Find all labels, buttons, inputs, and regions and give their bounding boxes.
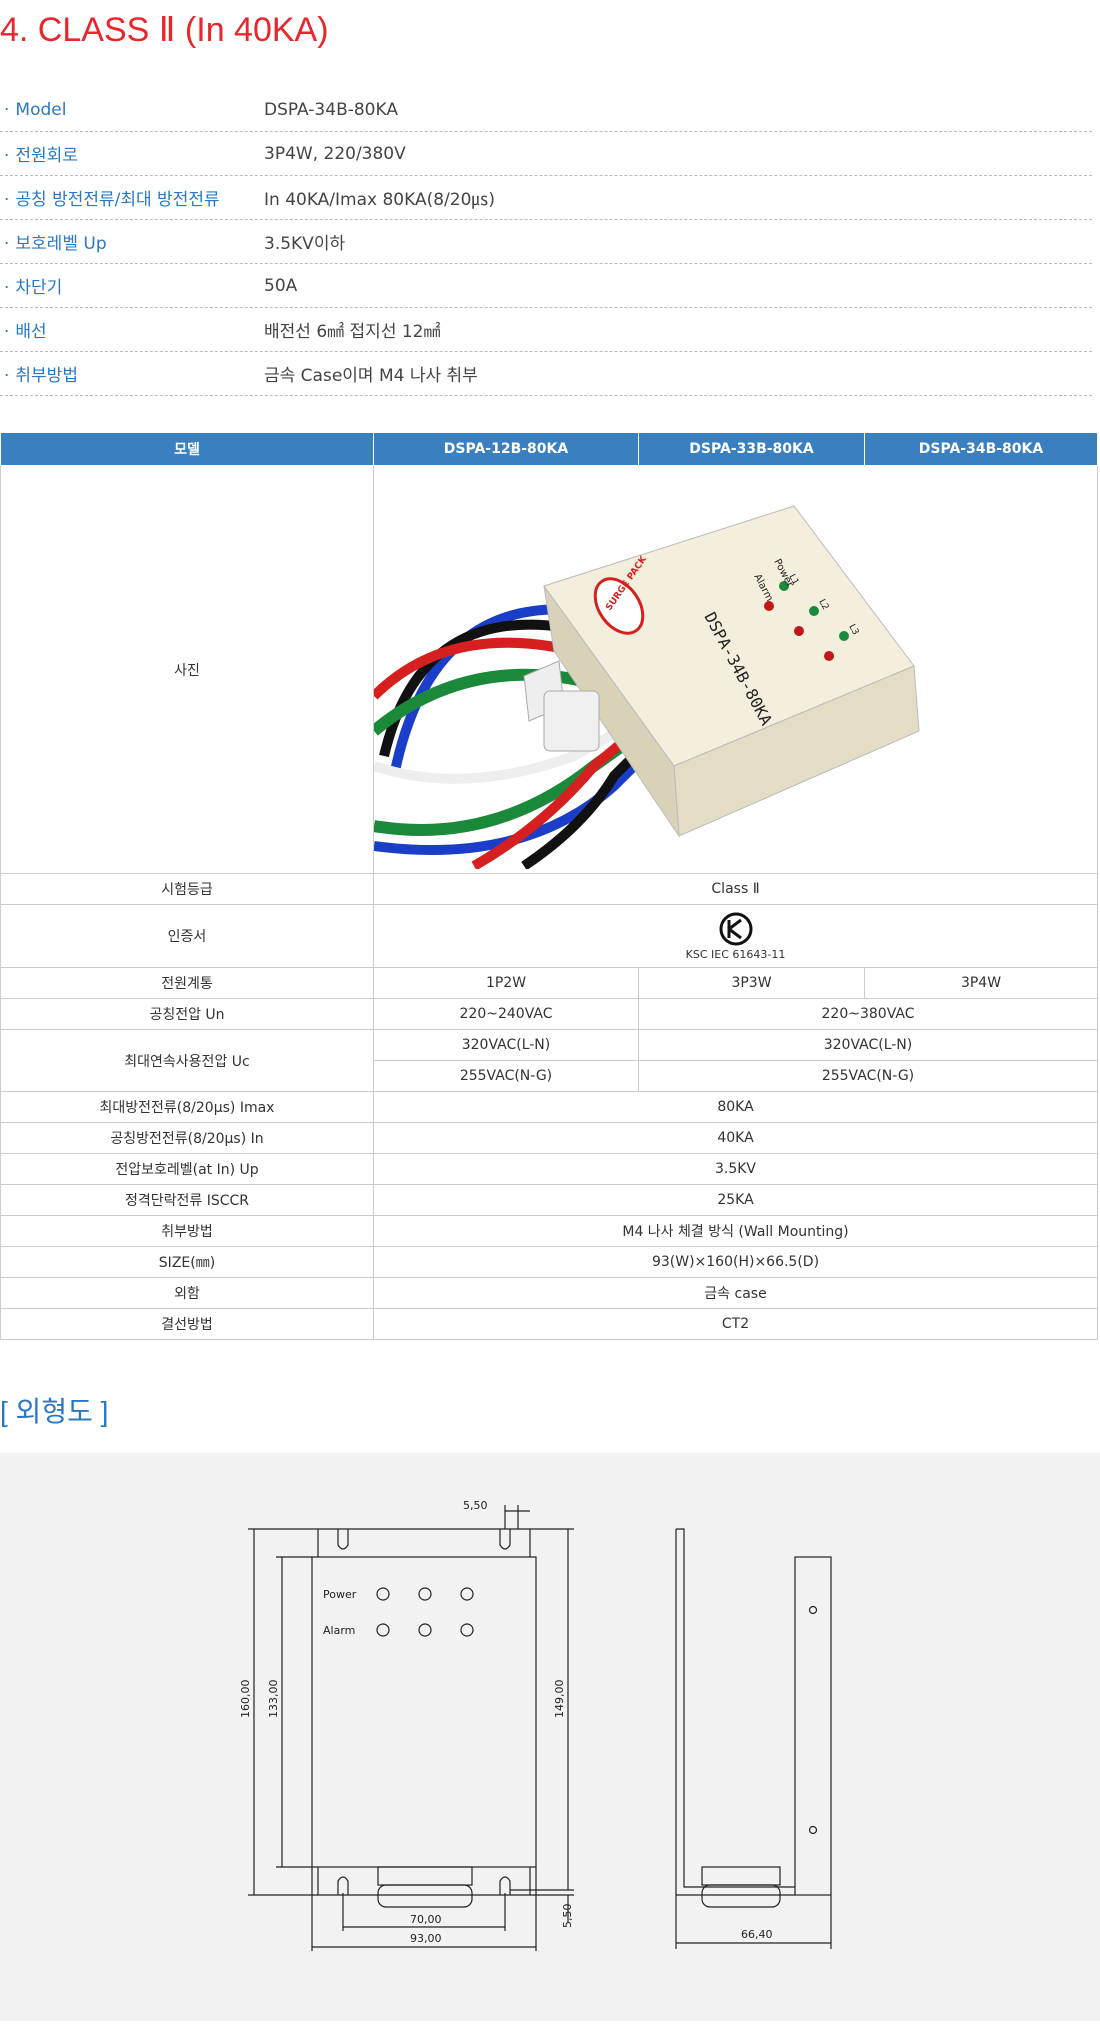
spec-label: 취부방법	[0, 361, 264, 386]
drawing-title: [ 외형도 ]	[0, 1396, 109, 1427]
header-model-12b: DSPA-12B-80KA	[373, 432, 639, 466]
system-value: 1P2W	[373, 967, 639, 999]
dim-160: 160,00	[239, 1680, 252, 1719]
spec-row: 보호레벨 Up3.5KV이하	[0, 220, 1092, 264]
uc-value: 255VAC(N-G)	[638, 1060, 1098, 1092]
row-value: CT2	[373, 1308, 1098, 1340]
dim-133: 133,00	[267, 1680, 280, 1719]
row-value: 25KA	[373, 1184, 1098, 1216]
spec-value: 금속 Case이며 M4 나사 취부	[264, 366, 478, 386]
row-value: 93(W)×160(H)×66.5(D)	[373, 1246, 1098, 1278]
row-label: 전압보호레벨(at In) Up	[0, 1153, 374, 1185]
spec-label: 전원회로	[0, 141, 264, 166]
spec-value: 3.5KV이하	[264, 234, 346, 254]
row-label: 취부방법	[0, 1215, 374, 1247]
header-model-34b: DSPA-34B-80KA	[864, 432, 1098, 466]
row-label: SIZE(㎜)	[0, 1246, 374, 1278]
grade-label: 시험등급	[0, 873, 374, 905]
table-row: 시험등급 Class Ⅱ	[0, 873, 1098, 905]
photo-row: 사진	[0, 465, 1098, 874]
spec-label: 보호레벨 Up	[0, 229, 264, 254]
system-label: 전원계통	[0, 967, 374, 999]
table-row: SIZE(㎜)93(W)×160(H)×66.5(D)	[0, 1246, 1098, 1278]
cert-value: KSC IEC 61643-11	[685, 947, 786, 961]
drawing-alarm-label: Alarm	[323, 1624, 355, 1637]
kc-mark-icon	[719, 912, 752, 945]
spec-label: 공칭 방전전류/최대 방전전류	[0, 185, 264, 210]
header-model: 모델	[0, 432, 374, 466]
spec-value: 3P4W, 220/380V	[264, 143, 406, 164]
spec-value: DSPA-34B-80KA	[264, 99, 398, 120]
row-label: 최대방전전류(8/20μs) Imax	[0, 1091, 374, 1123]
uc-value: 320VAC(L-N)	[373, 1029, 639, 1061]
table-row: 공칭전압 Un 220~240VAC 220~380VAC	[0, 998, 1098, 1030]
table-row: 전원계통 1P2W 3P3W 3P4W	[0, 967, 1098, 999]
row-value: 80KA	[373, 1091, 1098, 1123]
row-label: 정격단락전류 ISCCR	[0, 1184, 374, 1216]
spec-value: In 40KA/Imax 80KA(8/20㎲)	[264, 190, 496, 210]
uc-value: 320VAC(L-N)	[638, 1029, 1098, 1061]
photo-l1-label: L1	[786, 573, 800, 587]
uc-label: 최대연속사용전압 Uc	[0, 1029, 374, 1092]
outline-drawing: Power Alarm 5,50 160,00 133,00 149,00 70…	[239, 1499, 832, 1951]
dim-5-50-top: 5,50	[463, 1499, 488, 1512]
spec-label: Model	[0, 100, 264, 120]
un-value: 220~240VAC	[373, 998, 639, 1030]
dim-66-40: 66,40	[741, 1928, 773, 1941]
row-value: 3.5KV	[373, 1153, 1098, 1185]
spec-value: 배전선 6㎟ 접지선 12㎟	[264, 322, 441, 342]
row-label: 결선방법	[0, 1308, 374, 1340]
system-value: 3P3W	[638, 967, 865, 999]
photo-label: 사진	[0, 465, 374, 874]
cert-label: 인증서	[0, 904, 374, 968]
header-model-33b: DSPA-33B-80KA	[638, 432, 865, 466]
dim-93: 93,00	[410, 1932, 442, 1945]
spec-label: 차단기	[0, 273, 264, 298]
cert-cell: KSC IEC 61643-11	[373, 904, 1098, 968]
dim-5-50-bottom: 5,50	[561, 1904, 574, 1929]
un-value: 220~380VAC	[638, 998, 1098, 1030]
spec-value: 50A	[264, 275, 298, 296]
page-title: 4. CLASS Ⅱ (In 40KA)	[0, 11, 329, 49]
system-value: 3P4W	[864, 967, 1098, 999]
surge-protector-image: SURGE PACK DSPA-34B-80KA Power Alarm L1 …	[370, 466, 1094, 871]
row-value: 40KA	[373, 1122, 1098, 1154]
row-value: 금속 case	[373, 1277, 1098, 1309]
dimension-drawing: Power Alarm 5,50 160,00 133,00 149,00 70…	[0, 1453, 1100, 2021]
row-label: 공칭방전전류(8/20μs) In	[0, 1122, 374, 1154]
table-row: 최대연속사용전압 Uc 320VAC(L-N) 320VAC(L-N)	[0, 1029, 1098, 1092]
photo-l3-label: L3	[846, 623, 860, 637]
product-photo: SURGE PACK DSPA-34B-80KA Power Alarm L1 …	[370, 465, 1098, 874]
photo-l2-label: L2	[816, 598, 830, 612]
dim-149: 149,00	[553, 1680, 566, 1719]
spec-label: 배선	[0, 317, 264, 342]
drawing-power-label: Power	[323, 1588, 357, 1601]
spec-table: 모델 DSPA-12B-80KA DSPA-33B-80KA DSPA-34B-…	[0, 432, 1098, 1340]
row-label: 외함	[0, 1277, 374, 1309]
table-row: 인증서 KSC IEC 61643-11	[0, 904, 1098, 968]
dim-70: 70,00	[410, 1913, 442, 1926]
grade-value: Class Ⅱ	[373, 873, 1098, 905]
row-value: M4 나사 체결 방식 (Wall Mounting)	[373, 1215, 1098, 1247]
uc-value: 255VAC(N-G)	[373, 1060, 639, 1092]
table-header-row: 모델 DSPA-12B-80KA DSPA-33B-80KA DSPA-34B-…	[0, 432, 1098, 466]
un-label: 공칭전압 Un	[0, 998, 374, 1030]
